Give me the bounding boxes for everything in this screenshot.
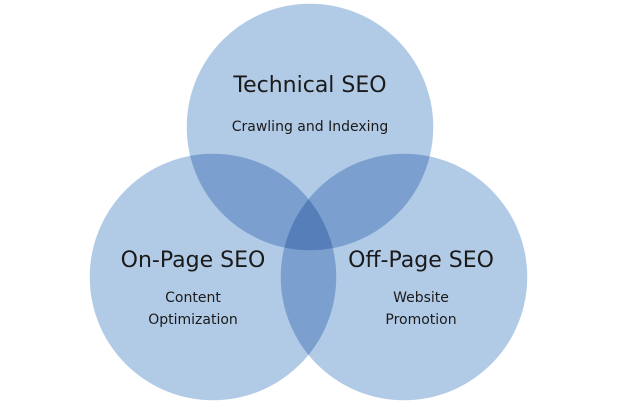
technical-seo-title: Technical SEO	[232, 73, 386, 98]
off-page-seo-title: Off-Page SEO	[348, 248, 494, 273]
on-page-seo-subtitle-line-1: Content	[165, 290, 221, 306]
venn-circles	[88, 2, 529, 402]
technical-seo-subtitle: Crawling and Indexing	[232, 119, 389, 135]
off-page-seo-circle	[279, 152, 529, 402]
off-page-seo-label: Off-Page SEO Website Promotion	[348, 248, 494, 328]
on-page-seo-title: On-Page SEO	[121, 248, 266, 273]
on-page-seo-label: On-Page SEO Content Optimization	[121, 248, 266, 328]
on-page-seo-subtitle-line-2: Optimization	[148, 312, 238, 328]
off-page-seo-subtitle-line-1: Website	[393, 290, 449, 306]
technical-seo-label: Technical SEO Crawling and Indexing	[232, 73, 389, 135]
off-page-seo-subtitle-line-2: Promotion	[385, 312, 456, 328]
